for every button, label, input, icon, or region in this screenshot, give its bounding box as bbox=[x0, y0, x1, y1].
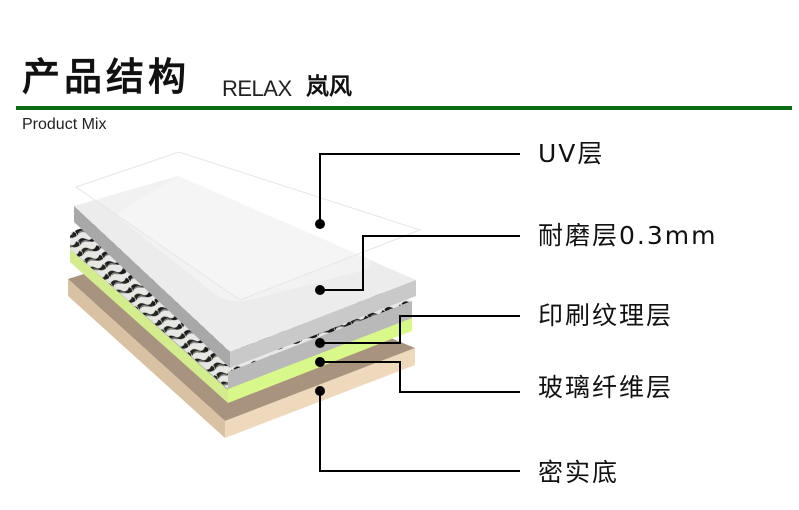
marker-print bbox=[315, 338, 325, 348]
label-uv-layer: UV层 bbox=[538, 139, 605, 168]
product-series-name: RELAX bbox=[222, 76, 292, 101]
header-divider bbox=[16, 106, 792, 110]
label-wear-layer: 耐磨层0.3mm bbox=[538, 221, 718, 250]
marker-fiberglass bbox=[315, 357, 325, 367]
label-print-layer: 印刷纹理层 bbox=[538, 301, 674, 330]
leader-print bbox=[320, 315, 520, 344]
marker-base bbox=[315, 386, 325, 396]
leader-lines bbox=[319, 153, 520, 472]
brand-name: 岚风 bbox=[306, 74, 352, 100]
uv-layer bbox=[74, 151, 422, 301]
page-subtitle: Product Mix bbox=[22, 116, 107, 133]
wear-layer bbox=[74, 176, 416, 368]
marker-uv bbox=[315, 219, 325, 229]
page-title: 产品结构 bbox=[22, 55, 191, 99]
leader-wear bbox=[320, 235, 520, 291]
leader-uv bbox=[319, 153, 520, 224]
label-base-layer: 密实底 bbox=[538, 458, 620, 487]
label-fiberglass-layer: 玻璃纤维层 bbox=[538, 373, 674, 402]
marker-wear bbox=[315, 285, 325, 295]
leader-base bbox=[319, 391, 520, 472]
leader-fiberglass bbox=[320, 361, 520, 393]
